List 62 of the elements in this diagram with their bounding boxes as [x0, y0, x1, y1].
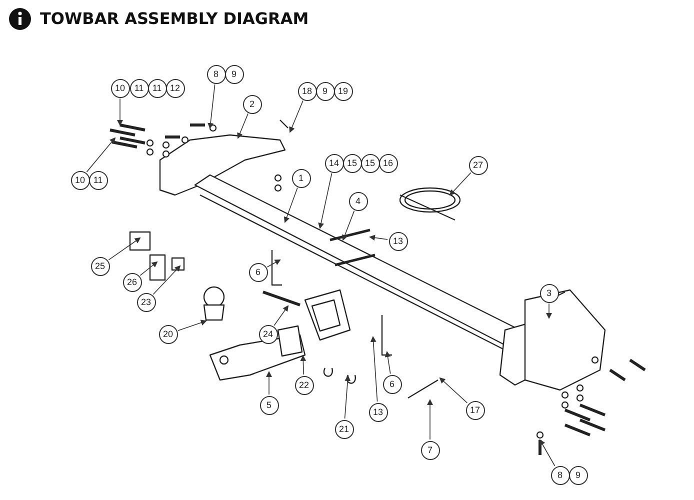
leader-line	[284, 187, 298, 223]
leader-line	[237, 113, 248, 139]
callout-number: 17	[466, 400, 484, 420]
leader-line	[300, 355, 306, 375]
callout-number: 13	[388, 232, 408, 250]
leader-line	[384, 351, 391, 374]
leader-line	[318, 172, 332, 229]
callout-number: 23	[136, 292, 156, 312]
leader-line	[289, 100, 304, 133]
leader-line	[540, 439, 556, 466]
callout-number: 4	[348, 192, 368, 210]
callout-number: 13	[368, 402, 388, 422]
leader-line	[449, 172, 472, 196]
callout-number: 1	[292, 168, 310, 188]
leader-line	[344, 375, 351, 419]
callout-number: 6	[248, 262, 268, 282]
title: TOWBAR ASSEMBLY DIAGRAM	[40, 9, 309, 28]
callout-number: 3	[540, 284, 558, 302]
callout-number: 5	[260, 396, 278, 414]
callout-number: 8	[206, 64, 226, 84]
leader-line	[342, 210, 355, 241]
callout-number: 26	[122, 272, 142, 292]
callout-number: 11	[88, 170, 108, 190]
leader-line	[152, 265, 181, 295]
leader-line	[108, 237, 141, 260]
callout-number: 15	[342, 154, 362, 172]
callout-number: 14	[324, 154, 344, 172]
leader-line	[369, 234, 388, 241]
leader-line	[439, 377, 468, 404]
leader-line	[266, 260, 281, 268]
leader-line	[546, 303, 552, 319]
leader-line	[266, 371, 272, 395]
callout-number: 8	[550, 466, 570, 484]
callout-number: 16	[378, 154, 398, 172]
callout-number: 7	[420, 440, 440, 460]
callout-number: 18	[298, 82, 316, 100]
callout-number: 25	[90, 256, 110, 276]
callout-number: 10	[70, 170, 90, 190]
callout-number: 9	[316, 82, 334, 100]
callout-number: 2	[242, 94, 262, 114]
leader-line	[117, 98, 123, 126]
callout-number: 22	[294, 376, 314, 394]
leader-line	[370, 336, 378, 402]
leader-line	[178, 320, 207, 331]
leader-line	[86, 137, 116, 172]
callout-number: 11	[148, 78, 166, 98]
callout-number: 11	[130, 78, 148, 98]
callout-number: 15	[360, 154, 380, 172]
callout-number: 12	[166, 78, 184, 98]
callout-number: 24	[258, 324, 278, 344]
callout-number: 27	[468, 156, 488, 174]
callout-number: 9	[568, 466, 588, 484]
callout-number: 21	[334, 420, 354, 438]
leader-line	[140, 261, 158, 276]
callout-number: 6	[382, 374, 402, 394]
callout-number: 19	[334, 82, 352, 100]
leader-line	[274, 305, 289, 326]
callout-number: 10	[110, 78, 130, 98]
leader-line	[427, 399, 433, 440]
callout-number: 9	[224, 64, 244, 84]
leader-line	[208, 84, 216, 129]
callout-number: 20	[158, 324, 178, 344]
